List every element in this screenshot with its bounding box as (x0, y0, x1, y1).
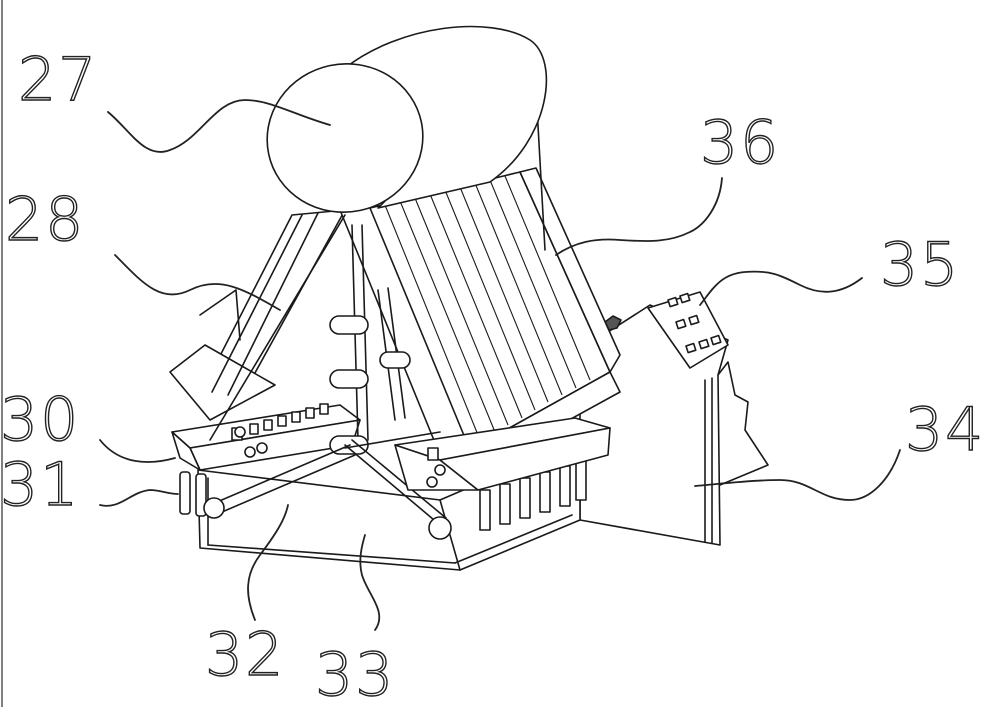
part-28-left-chute (169, 209, 346, 421)
label-31: 31 (0, 449, 179, 521)
label-36: 36 (555, 107, 780, 256)
part-27-drum (266, 25, 548, 213)
part-35-control-panel (604, 291, 729, 369)
label-32: 32 (204, 504, 289, 691)
label-28: 28 (4, 184, 281, 311)
label-32-text: 32 (205, 620, 285, 690)
label-30: 30 (0, 384, 176, 463)
right-tray (394, 417, 611, 491)
part-33-base-box (197, 439, 587, 571)
label-31-text: 31 (0, 450, 80, 520)
central-frame (203, 204, 471, 540)
label-33-text: 33 (315, 640, 395, 707)
part-30-left-tray (171, 403, 361, 471)
label-28-text: 28 (5, 185, 85, 255)
label-34: 34 (694, 394, 985, 501)
label-27-text: 27 (18, 45, 98, 115)
label-34-text: 34 (905, 395, 985, 465)
label-33: 33 (314, 534, 395, 707)
label-30-text: 30 (0, 385, 80, 455)
part-31-pins (179, 471, 207, 517)
label-35: 35 (699, 229, 960, 306)
label-27: 27 (17, 44, 331, 153)
label-35-text: 35 (880, 230, 960, 300)
label-36-text: 36 (700, 108, 780, 178)
